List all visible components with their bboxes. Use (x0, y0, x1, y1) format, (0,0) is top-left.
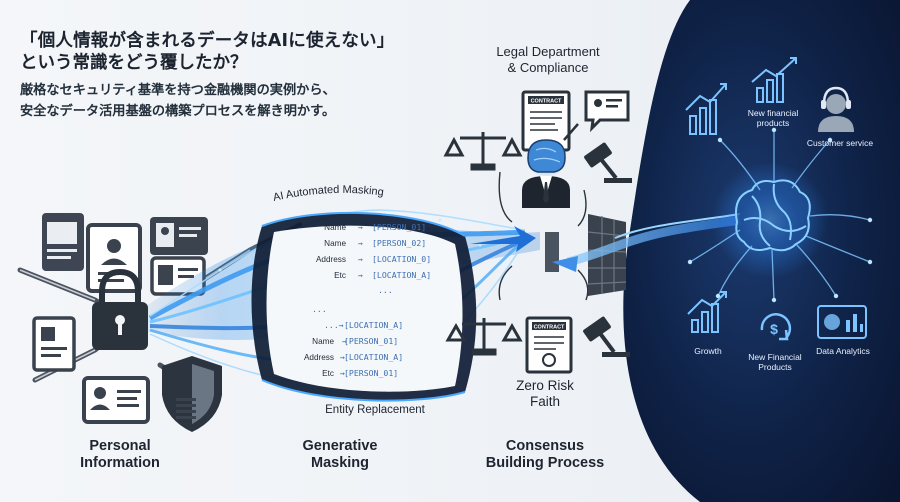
zero-risk-line1: Zero Risk (516, 378, 574, 393)
stage-personal-information: Personal Information (60, 438, 180, 472)
masking-arrow: → (342, 336, 347, 346)
stage-consensus-building: Consensus Building Process (470, 438, 620, 472)
masking-field-label: Etc (322, 369, 334, 378)
outcome-data-analytics: Data Analytics (816, 346, 870, 356)
masking-token: [LOCATION_A] (344, 320, 403, 330)
arrow-right-icon (470, 226, 536, 252)
headline-title-line2: という常識をどう覆したか？ (20, 53, 248, 73)
return-stream (566, 215, 741, 267)
masking-field-label: Address (316, 255, 346, 264)
currency-cycle-icon: $ (760, 313, 792, 341)
legal-title: Legal Department & Compliance (478, 44, 618, 76)
shield-icon (162, 356, 222, 432)
masking-arrow: → (340, 352, 345, 362)
headline: 「個人情報が含まれるデータはAIに使えない」 という常識をどう覆したか？ 厳格な… (20, 30, 450, 122)
masking-arrow: → (358, 238, 363, 248)
masking-token: [LOCATION_0] (372, 254, 431, 264)
arrow-icon (498, 171, 589, 301)
contract-label: CONTRACT (531, 99, 562, 105)
analytics-icon (817, 305, 867, 339)
stage-personal-line2: Information (80, 455, 160, 471)
outcome-new-financial-top-line1: New financial (747, 108, 799, 118)
headline-title-line1: 「個人情報が含まれるデータはAIに使えない」 (20, 31, 395, 51)
legal-title-line2: & Compliance (507, 60, 589, 75)
outcome-new-financial-bottom-line1: New Financial (748, 352, 802, 362)
masking-field-label: Name (324, 239, 346, 248)
masking-field-label: Etc (334, 271, 346, 280)
stage-consensus-line2: Building Process (485, 455, 605, 471)
svg-text:$: $ (770, 321, 778, 337)
stage-generative-masking: Generative Masking (280, 438, 400, 472)
outcome-new-financial-products-bottom: New Financial Products (740, 352, 810, 372)
outcome-growth: Growth (694, 346, 722, 356)
masking-arrow: → (340, 368, 345, 378)
chat-id-icon (584, 90, 630, 133)
masking-token: [LOCATION_A] (372, 270, 431, 280)
scales-icon (445, 318, 523, 356)
stage-personal-line1: Personal (89, 438, 151, 454)
gavel-icon (583, 316, 630, 357)
document-icon (32, 316, 76, 372)
masking-token: [PERSON_01] (344, 336, 398, 346)
stage-generative-line2: Masking (310, 455, 369, 471)
brain-icon (735, 179, 811, 252)
headset-icon (818, 86, 854, 132)
pen-icon (563, 123, 579, 141)
id-card-icon (150, 217, 208, 255)
id-card-icon (86, 223, 142, 293)
entity-replacement-label: Entity Replacement (325, 404, 425, 416)
outcome-new-financial-bottom-line2: Products (758, 362, 792, 372)
growth-chart-icon (685, 83, 727, 135)
firewall-icon (587, 214, 627, 296)
arrow-left-icon (552, 256, 578, 272)
outcome-new-financial-products-top: New financial products (738, 108, 808, 128)
stage-consensus-line1: Consensus (505, 438, 585, 454)
masking-title: AI Automated Masking (272, 184, 385, 204)
legal-title-line1: Legal Department (496, 44, 600, 59)
masking-table-bottom: ... ...→ [LOCATION_A] Name → [PERSON_01]… (304, 304, 403, 378)
id-card-icon (82, 376, 150, 424)
masking-ellipsis: ... (378, 285, 393, 295)
zero-risk-line2: Faith (529, 394, 560, 409)
growth-chart-icon (751, 57, 797, 103)
masking-field-label: Name (324, 223, 346, 232)
masking-token: [PERSON_02] (372, 238, 426, 248)
gavel-icon (584, 142, 632, 183)
headline-subtitle-line1: 厳格なセキュリティ基準を持つ金融機関の実例から、 (20, 83, 336, 98)
barrier-icon (545, 232, 559, 272)
masking-token: [PERSON_01] (372, 222, 426, 232)
zero-risk-label: Zero Risk Faith (500, 378, 590, 410)
contract-icon: CONTRACT (521, 90, 571, 152)
headline-subtitle-line2: 安全なデータ活用基盤の構築プロセスを解き明かす。 (20, 104, 336, 119)
scales-icon (443, 132, 523, 171)
masking-token: [PERSON_01] (344, 368, 398, 378)
masking-token: [LOCATION_A] (344, 352, 403, 362)
stage-generative-line1: Generative (302, 438, 378, 454)
masking-arrow: → (358, 222, 363, 232)
contract-label: CONTRACT (534, 325, 565, 331)
masking-field-label: Name (312, 337, 334, 346)
contract-icon: CONTRACT (525, 316, 573, 374)
executive-icon (522, 138, 570, 208)
outcome-new-financial-top-line2: products (756, 118, 790, 128)
masking-field-label: Address (304, 353, 334, 362)
masking-arrow: → (358, 270, 363, 280)
masking-table-top: Name → [PERSON_01] Name → [PERSON_02] Ad… (316, 222, 431, 295)
growth-chart-icon (687, 291, 727, 333)
document-stack-icon (176, 398, 196, 419)
masking-arrow: ...→ (324, 320, 344, 330)
lock-icon (92, 268, 148, 350)
outcome-customer-service: Customer service (806, 138, 874, 148)
masking-arrow: → (358, 254, 363, 264)
document-icon (42, 213, 84, 271)
masking-ellipsis: ... (312, 304, 327, 314)
